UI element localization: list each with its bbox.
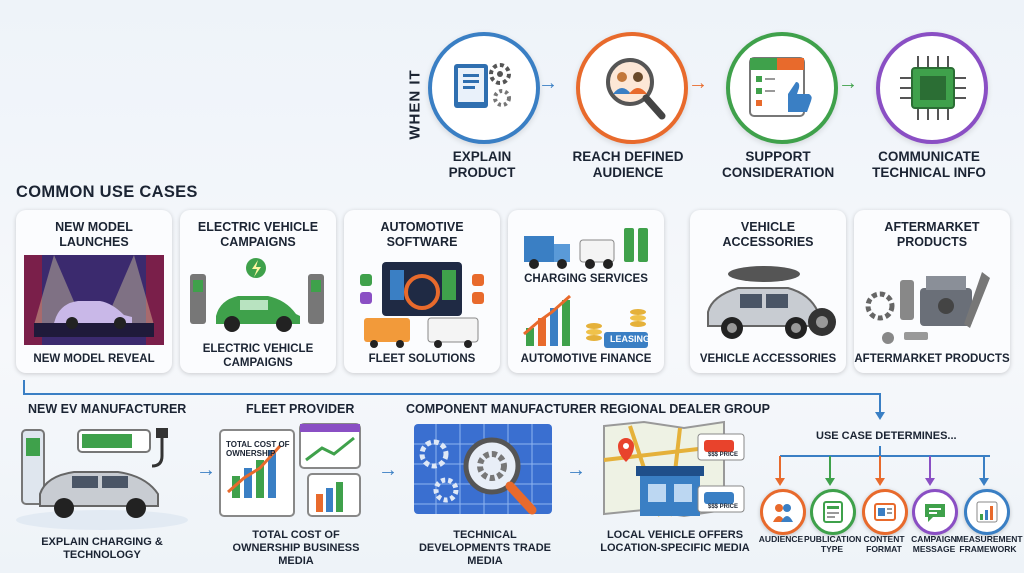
flow-arrow-2: →	[378, 459, 398, 481]
card-caption: AFTERMARKET PRODUCTS	[854, 353, 1010, 365]
engine-parts-icon	[865, 272, 990, 344]
explain-product-circle	[428, 32, 540, 144]
publication-icon	[823, 501, 843, 523]
tco-reports-icon	[219, 423, 361, 517]
use-case-card-charging: CHARGING SERVICES LEASING AUTOMOTIVE FIN…	[508, 210, 664, 373]
price-tag-1: $$$ PRICE	[707, 452, 738, 458]
use-case-card-aftermarket: AFTERMARKET PRODUCTS AFTERMARKET PRODUCT…	[854, 210, 1010, 373]
price-tag-2: $$$ PRICE	[707, 504, 738, 510]
card-caption: FLEET SOLUTIONS	[368, 353, 476, 365]
ev-charging-icon	[190, 258, 324, 332]
goal-label-reach: REACH DEFINED AUDIENCE	[572, 149, 684, 180]
goal-label-explain: EXPLAIN PRODUCT	[448, 149, 516, 180]
flow-connector-line	[23, 380, 885, 420]
use-case-card-new-model: NEW MODEL LAUNCHES NEW MODEL REVEAL	[16, 210, 172, 373]
flow-title-ev-manufacturer: NEW EV MANUFACTURER	[28, 402, 187, 416]
flow-title-fleet-provider: FLEET PROVIDER	[246, 402, 355, 416]
determines-label-content: CONTENT FORMAT	[863, 534, 905, 554]
flow-arrow-1: →	[196, 459, 216, 481]
tco-inset-label: TOTAL COST OF OWNERSHIP	[226, 440, 290, 458]
card-title: ELECTRIC VEHICLE CAMPAIGNS	[197, 220, 319, 249]
flow-caption-fleet: TOTAL COST OF OWNERSHIP BUSINESS MEDIA	[232, 529, 360, 567]
audience-magnifier-icon	[606, 58, 666, 120]
goal-arrow-2: →	[688, 72, 708, 94]
message-icon	[925, 504, 945, 522]
finance-chart-coins-icon	[523, 294, 648, 348]
flow-arrow-3: →	[566, 459, 586, 481]
card-title: AFTERMARKET PRODUCTS	[884, 220, 980, 249]
determines-title: USE CASE DETERMINES...	[816, 430, 957, 442]
support-consideration-circle	[726, 32, 838, 144]
card-caption: VEHICLE ACCESSORIES	[699, 353, 837, 365]
card-title: CHARGING SERVICES	[524, 273, 648, 285]
card-title: NEW MODEL LAUNCHES	[55, 220, 133, 249]
goal-arrow-1: →	[538, 72, 558, 94]
chart-icon	[976, 501, 998, 523]
common-use-cases-title: COMMON USE CASES	[16, 183, 198, 201]
measurement-circle	[964, 489, 1010, 535]
suv-roof-box-icon	[707, 266, 836, 339]
reach-audience-circle	[576, 32, 688, 144]
blueprint-magnifier-icon	[414, 424, 552, 515]
goal-label-support: SUPPORT CONSIDERATION	[722, 149, 835, 180]
card-caption: AUTOMOTIVE FINANCE	[520, 353, 652, 365]
determines-label-audience: AUDIENCE	[758, 534, 804, 544]
software-dashboard-icon	[360, 262, 484, 348]
determines-label-measurement: MEASUREMENT FRAMEWORK	[956, 534, 1023, 554]
flow-title-dealer-group: REGIONAL DEALER GROUP	[600, 402, 770, 416]
flow-caption-component: TECHNICAL DEVELOPMENTS TRADE MEDIA	[418, 529, 551, 567]
card-title: AUTOMOTIVE SOFTWARE	[380, 220, 464, 249]
stage-car-icon	[24, 255, 164, 345]
chip-circuit-icon	[900, 56, 966, 120]
dealer-map-icon	[603, 420, 745, 518]
flow-caption-dealer: LOCAL VEHICLE OFFERS LOCATION-SPECIFIC M…	[600, 529, 750, 554]
audience-circle	[760, 489, 806, 535]
truck-charger-icon	[524, 228, 648, 269]
people-icon	[773, 504, 793, 522]
publication-circle	[810, 489, 856, 535]
determines-label-publication: PUBLICATION TYPE	[804, 534, 862, 554]
card-caption: NEW MODEL REVEAL	[33, 353, 155, 365]
goal-label-technical: COMMUNICATE TECHNICAL INFO	[872, 149, 986, 180]
flow-caption-ev: EXPLAIN CHARGING & TECHNOLOGY	[41, 536, 163, 561]
content-format-icon	[874, 503, 896, 521]
use-case-card-accessories: VEHICLE ACCESSORIES VEHICLE ACCESSORIES	[690, 210, 846, 373]
ev-charging-tech-icon	[16, 428, 188, 530]
campaign-message-circle	[912, 489, 958, 535]
when-it-text: WHEN IT	[406, 69, 424, 140]
determines-branches	[775, 446, 990, 486]
use-case-card-ev-campaigns: ELECTRIC VEHICLE CAMPAIGNS ELECTRIC VEHI…	[180, 210, 336, 373]
card-caption: ELECTRIC VEHICLE CAMPAIGNS	[202, 343, 314, 369]
use-case-card-auto-software: AUTOMOTIVE SOFTWARE FLEET SOLUTIONS	[344, 210, 500, 373]
flow-title-component-manufacturer: COMPONENT MANUFACTURER	[406, 402, 597, 416]
goal-arrow-3: →	[838, 72, 858, 94]
determines-label-campaign: CAMPAIGN MESSAGE	[911, 534, 957, 554]
content-format-circle	[862, 489, 908, 535]
leasing-badge: LEASING	[609, 334, 650, 344]
pros-cons-thumbs-up-icon	[749, 57, 812, 117]
technical-info-circle	[876, 32, 988, 144]
card-title: VEHICLE ACCESSORIES	[722, 220, 814, 249]
when-it-label: WHEN IT	[392, 69, 424, 139]
book-gears-icon	[454, 63, 511, 108]
